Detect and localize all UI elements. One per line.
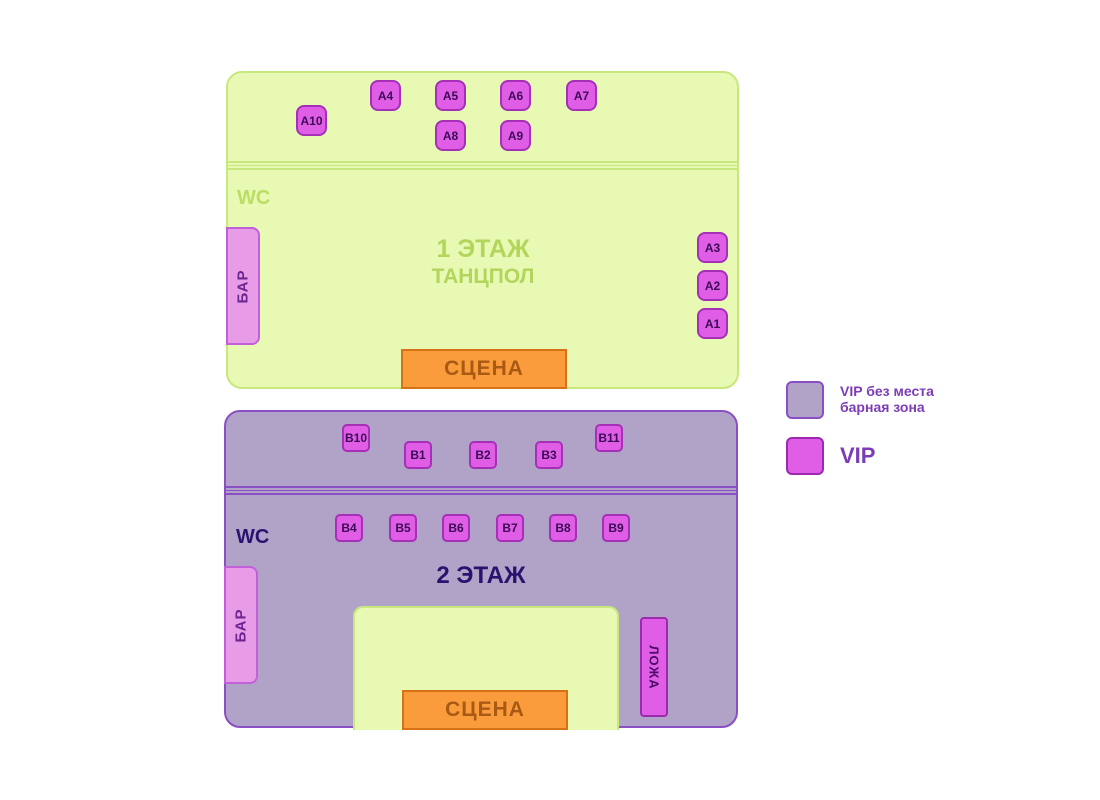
floor-2-divider — [226, 486, 736, 495]
floor-2-map: WC БАР 2 ЭТАЖ СЦЕНА ЛОЖА B10 B1 B2 B3 B1… — [224, 410, 738, 730]
floor-2-lodge-label: ЛОЖА — [646, 644, 662, 690]
seat-a1[interactable]: A1 — [697, 308, 728, 339]
legend-vip-label: VIP — [840, 443, 876, 468]
seat-b11[interactable]: B11 — [595, 424, 623, 452]
legend-vip-bar-line2: барная зона — [840, 399, 925, 415]
floor-2-wc-label: WC — [236, 526, 270, 548]
seat-b1[interactable]: B1 — [404, 441, 432, 469]
legend-vip-swatch — [786, 437, 824, 475]
seat-b5[interactable]: B5 — [389, 514, 417, 542]
seat-b10[interactable]: B10 — [342, 424, 370, 452]
floor-1-title-text: 1 ЭТАЖ — [436, 235, 530, 263]
floor-1-wc-label: WC — [237, 187, 271, 209]
floor-2-title: 2 ЭТАЖ — [436, 562, 526, 589]
seat-a5[interactable]: A5 — [435, 80, 466, 111]
legend-vip-bar-line1: VIP без места — [840, 383, 934, 399]
floor-1-divider — [228, 161, 737, 170]
seat-b9[interactable]: B9 — [602, 514, 630, 542]
seat-a9[interactable]: A9 — [500, 120, 531, 151]
seat-a3[interactable]: A3 — [697, 232, 728, 263]
floor-1-stage: СЦЕНА — [401, 349, 567, 389]
floor-2-stage-area: СЦЕНА — [353, 606, 619, 730]
seat-a4[interactable]: A4 — [370, 80, 401, 111]
seat-a8[interactable]: A8 — [435, 120, 466, 151]
floor-1-map: WC БАР 1 ЭТАЖ ТАНЦПОЛ СЦЕНА A4 A5 A6 A7 … — [226, 71, 739, 389]
seat-b3[interactable]: B3 — [535, 441, 563, 469]
floor-1-subtitle: ТАНЦПОЛ — [431, 265, 535, 288]
floor-1-bar-label: БАР — [234, 268, 252, 304]
floor-1-bar[interactable]: БАР — [226, 227, 260, 345]
floor-2-lodge[interactable]: ЛОЖА — [640, 617, 668, 717]
seat-b2[interactable]: B2 — [469, 441, 497, 469]
seat-a7[interactable]: A7 — [566, 80, 597, 111]
seat-a2[interactable]: A2 — [697, 270, 728, 301]
floor-2-stage: СЦЕНА — [402, 690, 568, 730]
legend-vip-bar-label: VIP без места барная зона — [840, 383, 934, 415]
seat-b8[interactable]: B8 — [549, 514, 577, 542]
legend-vip-bar-swatch — [786, 381, 824, 419]
seat-b7[interactable]: B7 — [496, 514, 524, 542]
floor-1-title: 1 ЭТАЖ ТАНЦПОЛ — [378, 235, 588, 289]
floor-2-bar-label: БАР — [232, 607, 250, 643]
seat-b4[interactable]: B4 — [335, 514, 363, 542]
floor-2-bar[interactable]: БАР — [224, 566, 258, 684]
seat-a10[interactable]: A10 — [296, 105, 327, 136]
seat-a6[interactable]: A6 — [500, 80, 531, 111]
seat-b6[interactable]: B6 — [442, 514, 470, 542]
